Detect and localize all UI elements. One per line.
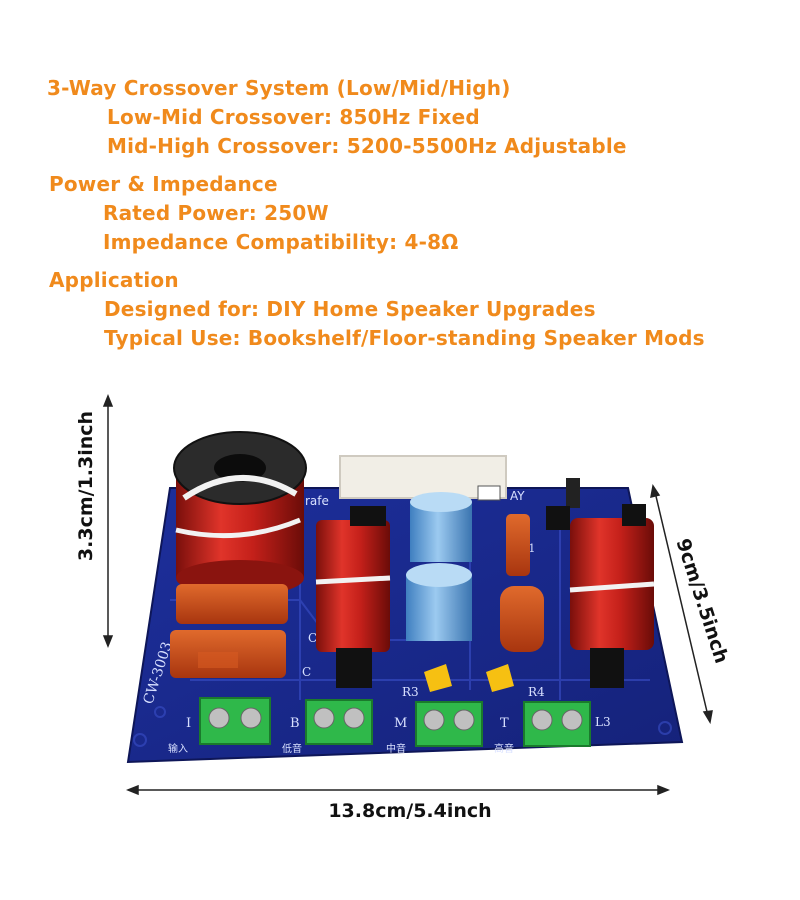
width-dimension-label: 13.8cm/5.4inch bbox=[328, 800, 492, 822]
electrolytic-capacitor-1 bbox=[410, 492, 472, 562]
designed-for-spec: Designed for: DIY Home Speaker Upgrades bbox=[104, 297, 596, 321]
terminal-bass bbox=[305, 699, 373, 745]
typical-use-spec: Typical Use: Bookshelf/Floor-standing Sp… bbox=[104, 326, 705, 350]
part-label-c: C bbox=[302, 665, 311, 679]
terminal-label-mid: M bbox=[394, 716, 407, 731]
height-dimension-arrow bbox=[102, 393, 114, 649]
film-capacitor-2 bbox=[170, 630, 286, 678]
mid-high-crossover-spec: Mid-High Crossover: 5200-5500Hz Adjustab… bbox=[107, 134, 627, 158]
tweeter-inductor bbox=[569, 504, 655, 688]
part-label-r4: R4 bbox=[528, 685, 545, 699]
small-film-capacitor bbox=[506, 514, 530, 576]
terminal-label-input: I bbox=[186, 716, 191, 731]
silk-brand: rafe bbox=[305, 494, 329, 508]
terminal-input bbox=[199, 697, 271, 745]
low-mid-crossover-spec: Low-Mid Crossover: 850Hz Fixed bbox=[107, 105, 480, 129]
film-capacitor-1 bbox=[176, 584, 288, 624]
yellow-resistor-1 bbox=[424, 664, 452, 692]
power-impedance-heading: Power & Impedance bbox=[49, 172, 278, 196]
switch-component bbox=[546, 478, 580, 530]
mid-inductor bbox=[315, 506, 391, 688]
round-capacitor bbox=[500, 586, 544, 652]
terminal-mid bbox=[415, 701, 483, 747]
electrolytic-capacitor-2 bbox=[406, 563, 472, 641]
terminal-caption-bass: 低音 bbox=[282, 742, 302, 755]
terminal-label-bass: B bbox=[290, 716, 300, 731]
silk-right: AY bbox=[510, 489, 525, 503]
terminal-caption-mid: 中音 bbox=[386, 742, 406, 755]
depth-dimension-arrow bbox=[650, 484, 713, 725]
terminal-caption-treble: 高音 bbox=[494, 742, 514, 755]
air-core-inductor bbox=[173, 431, 307, 596]
terminal-treble bbox=[523, 701, 591, 747]
yellow-resistor-2 bbox=[486, 664, 514, 692]
terminal-label-treble: T bbox=[500, 716, 509, 731]
impedance-spec: Impedance Compatibility: 4-8Ω bbox=[103, 230, 459, 254]
ceramic-resistor bbox=[339, 455, 507, 501]
height-dimension-label: 3.3cm/1.3inch bbox=[75, 410, 97, 562]
application-heading: Application bbox=[49, 268, 179, 292]
part-label-r3: R3 bbox=[402, 685, 419, 699]
width-dimension-arrow bbox=[125, 784, 671, 796]
terminal-caption-input: 输入 bbox=[168, 742, 188, 755]
crossover-heading: 3-Way Crossover System (Low/Mid/High) bbox=[47, 76, 511, 100]
rated-power-spec: Rated Power: 250W bbox=[103, 201, 329, 225]
part-label-l3: L3 bbox=[595, 715, 611, 729]
